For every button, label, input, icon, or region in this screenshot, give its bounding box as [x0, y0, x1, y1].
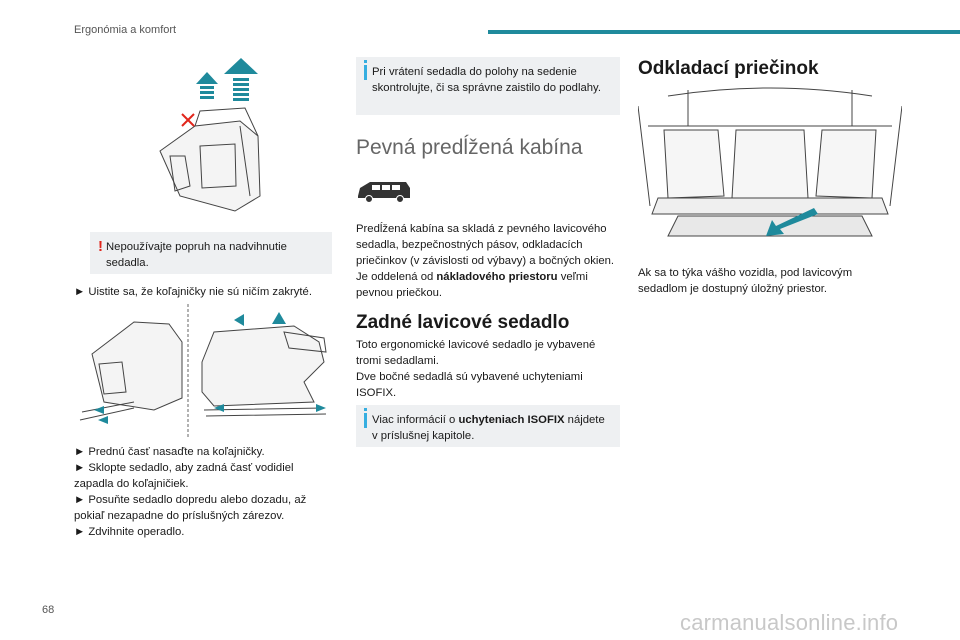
- extended-cab-paragraph: Predĺžená kabína sa skladá z pevného lav…: [356, 223, 615, 299]
- page-number: 68: [42, 604, 55, 616]
- bench-paragraph: Toto ergonomické lavicové sedadlo je vyb…: [356, 339, 596, 399]
- step-list: ► Prednú časť nasaďte na koľajničky. ► S…: [74, 444, 336, 540]
- seat-install-illustration: [79, 304, 327, 438]
- storage-illustration: [638, 87, 902, 237]
- info-note-text: Viac informácií o uchyteniach ISOFIX náj…: [372, 414, 605, 442]
- step-item: ► Prednú časť nasaďte na koľajničky.: [74, 446, 265, 458]
- step-item: ► Sklopte sedadlo, aby zadná časť vodidi…: [74, 462, 294, 490]
- subtitle-storage: Odkladací priečinok: [638, 58, 819, 79]
- rail-check-bullet: ► Uistite sa, že koľajničky nie sú ničím…: [74, 286, 312, 298]
- step-item: ► Zdvihnite operadlo.: [74, 526, 185, 538]
- watermark: carmanualsonline.info: [680, 610, 899, 635]
- header-accent-bar: [488, 30, 960, 34]
- section-title-extended-cab: Pevná predĺžená kabína: [356, 136, 583, 159]
- seat-lift-illustration: [159, 58, 261, 212]
- van-icon: [358, 182, 410, 203]
- info-note-text: Pri vrátení sedadla do polohy na sedenie…: [372, 66, 601, 94]
- page-header-title: Ergonómia a komfort: [74, 24, 177, 36]
- info-icon: [364, 60, 367, 80]
- info-note-seat-lock: Pri vrátení sedadla do polohy na sedenie…: [356, 57, 620, 115]
- info-icon: [364, 408, 367, 428]
- warning-icon: !: [98, 238, 103, 255]
- storage-paragraph: Ak sa to týka vášho vozidla, pod lavicov…: [638, 267, 853, 295]
- warning-text: Nepoužívajte popruh na nadvihnutie sedad…: [106, 241, 287, 269]
- step-item: ► Posuňte sedadlo dopredu alebo dozadu, …: [74, 494, 307, 522]
- info-note-isofix: Viac informácií o uchyteniach ISOFIX náj…: [356, 405, 620, 447]
- warning-note: ! Nepoužívajte popruh na nadvihnutie sed…: [90, 232, 332, 274]
- subtitle-rear-bench: Zadné lavicové sedadlo: [356, 312, 570, 333]
